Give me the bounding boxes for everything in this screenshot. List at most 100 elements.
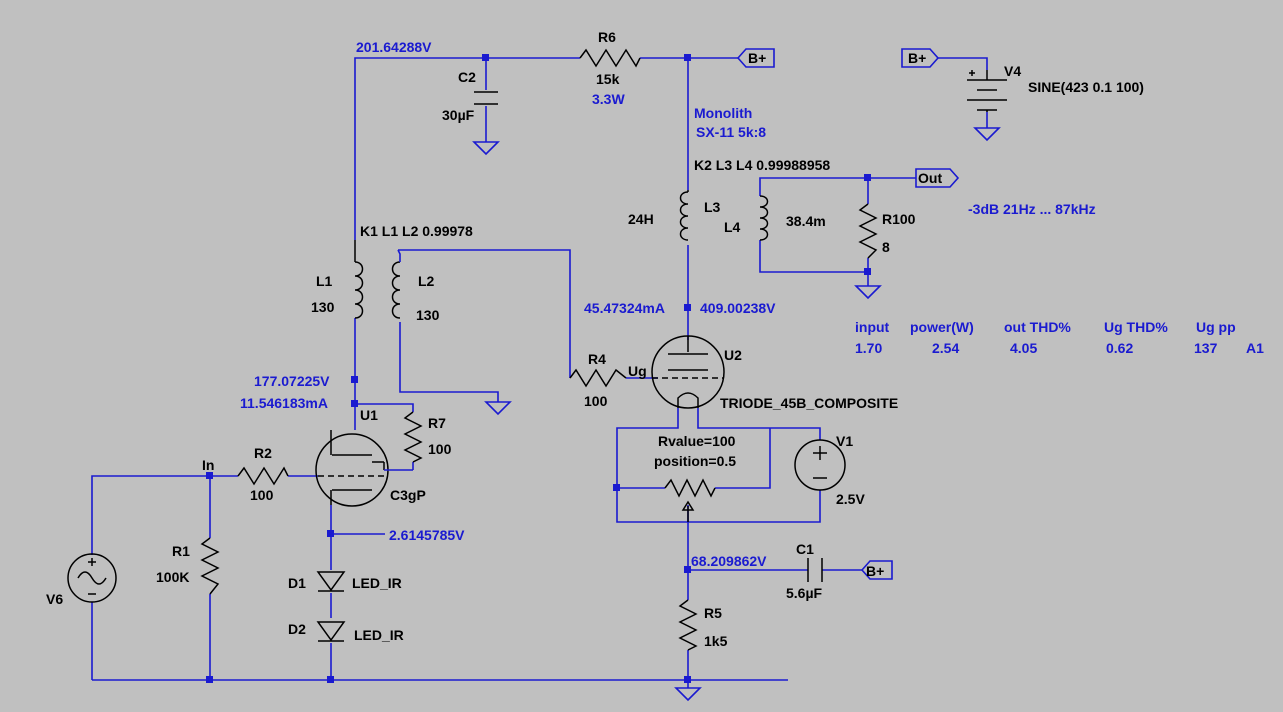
r4-value: 100: [584, 393, 608, 409]
netflag-bplus-v4: [901, 48, 940, 68]
r1-resistor[interactable]: [200, 537, 220, 595]
transformer-model: SX-11 5k:8: [696, 124, 766, 140]
voltage-177v: 177.07225V: [254, 373, 330, 389]
net-bplus-v4: B+: [908, 50, 926, 66]
voltage-2v6: 2.6145785V: [389, 527, 465, 543]
net-bplus-c1: B+: [866, 563, 884, 579]
pot-rvalue: Rvalue=100: [658, 433, 736, 449]
r6-power: 3.3W: [592, 91, 625, 107]
netflag-bplus-top: [736, 48, 775, 68]
r1-value: 100K: [156, 569, 189, 585]
r5-resistor[interactable]: [678, 599, 698, 651]
results-value-cell: A1: [1246, 340, 1264, 356]
results-table: input power(W) out THD% Ug THD% Ug pp 1.…: [855, 319, 1264, 356]
net-ug: Ug: [628, 363, 647, 379]
v1-name: V1: [836, 433, 853, 449]
transformer-brand: Monolith: [694, 105, 752, 121]
voltage-201v: 201.64288V: [356, 39, 432, 55]
k1-coupling: K1 L1 L2 0.99978: [360, 223, 473, 239]
c2-name: C2: [458, 69, 476, 85]
r1-name: R1: [172, 543, 190, 559]
l2-value: 130: [416, 307, 440, 323]
c1-value: 5.6µF: [786, 585, 823, 601]
v4-value: SINE(423 0.1 100): [1028, 79, 1144, 95]
c1-capacitor[interactable]: [807, 558, 823, 582]
results-value-input: 1.70: [855, 340, 882, 356]
r6-resistor[interactable]: [579, 48, 641, 68]
wires: [91, 57, 988, 688]
current-11ma: 11.546183mA: [240, 395, 328, 411]
l1-name: L1: [316, 273, 333, 289]
pot-position: position=0.5: [654, 453, 736, 469]
bandwidth-note: -3dB 21Hz ... 87kHz: [968, 201, 1096, 217]
l4-name: L4: [724, 219, 741, 235]
voltage-68v: 68.209862V: [691, 553, 767, 569]
r100-name: R100: [882, 211, 916, 227]
results-value-power: 2.54: [932, 340, 959, 356]
v4-battery[interactable]: [967, 70, 1007, 112]
ground-v4: [973, 127, 1001, 142]
l3-value: 24H: [628, 211, 654, 227]
u1-value: C3gP: [390, 487, 426, 503]
d1-name: D1: [288, 575, 306, 591]
l3-name: L3: [704, 199, 721, 215]
r7-name: R7: [428, 415, 446, 431]
v1-value: 2.5V: [836, 491, 865, 507]
ground-main: [674, 687, 702, 702]
netflag-out: [915, 168, 960, 188]
l4-inductor[interactable]: [759, 195, 769, 241]
results-value-ugpp: 137: [1194, 340, 1218, 356]
v1-source[interactable]: [794, 439, 846, 491]
c1-name: C1: [796, 541, 814, 557]
ground-r100: [854, 285, 882, 300]
ground-l2: [484, 401, 512, 416]
u1-name: U1: [360, 407, 378, 423]
net-bplus-top: B+: [748, 50, 766, 66]
k2-coupling: K2 L3 L4 0.99988958: [694, 157, 830, 173]
current-45ma: 45.47324mA: [584, 300, 665, 316]
l4-value: 38.4m: [786, 213, 826, 229]
d1-value: LED_IR: [352, 575, 402, 591]
d2-name: D2: [288, 621, 306, 637]
results-header-ugthd: Ug THD%: [1104, 319, 1168, 335]
net-out: Out: [918, 170, 942, 186]
results-header-ugpp: Ug pp: [1196, 319, 1236, 335]
voltage-409v: 409.00238V: [700, 300, 776, 316]
u1-triode[interactable]: [315, 430, 389, 507]
junctions: [206, 54, 871, 683]
u2-name: U2: [724, 347, 742, 363]
results-value-outthd: 4.05: [1010, 340, 1037, 356]
net-in: In: [202, 457, 214, 473]
r2-value: 100: [250, 487, 274, 503]
v6-name: V6: [46, 591, 63, 607]
r6-name: R6: [598, 29, 616, 45]
v4-name: V4: [1004, 63, 1021, 79]
potentiometer[interactable]: [664, 478, 716, 522]
d2-value: LED_IR: [354, 627, 404, 643]
d2-diode[interactable]: [316, 621, 346, 642]
results-header-power: power(W): [910, 319, 974, 335]
c2-value: 30µF: [442, 107, 475, 123]
l3-inductor[interactable]: [679, 190, 689, 241]
results-value-ugthd: 0.62: [1106, 340, 1133, 356]
r4-resistor[interactable]: [569, 368, 627, 388]
l1-value: 130: [311, 299, 335, 315]
r7-resistor[interactable]: [403, 411, 423, 463]
ground-c2: [472, 141, 500, 156]
r6-value: 15k: [596, 71, 620, 87]
c2-capacitor[interactable]: [474, 91, 498, 105]
results-header-outthd: out THD%: [1004, 319, 1071, 335]
r5-value: 1k5: [704, 633, 728, 649]
r100-resistor[interactable]: [858, 203, 878, 259]
u2-triode[interactable]: [651, 335, 725, 409]
u2-value: TRIODE_45B_COMPOSITE: [720, 395, 898, 411]
r5-name: R5: [704, 605, 722, 621]
results-header-input: input: [855, 319, 890, 335]
l2-inductor[interactable]: [391, 249, 401, 319]
v6-source[interactable]: [67, 553, 117, 603]
d1-diode[interactable]: [316, 571, 346, 592]
r7-value: 100: [428, 441, 452, 457]
r2-resistor[interactable]: [237, 466, 289, 486]
l1-inductor[interactable]: [354, 240, 364, 319]
netflag-bplus-c1: [860, 560, 893, 580]
